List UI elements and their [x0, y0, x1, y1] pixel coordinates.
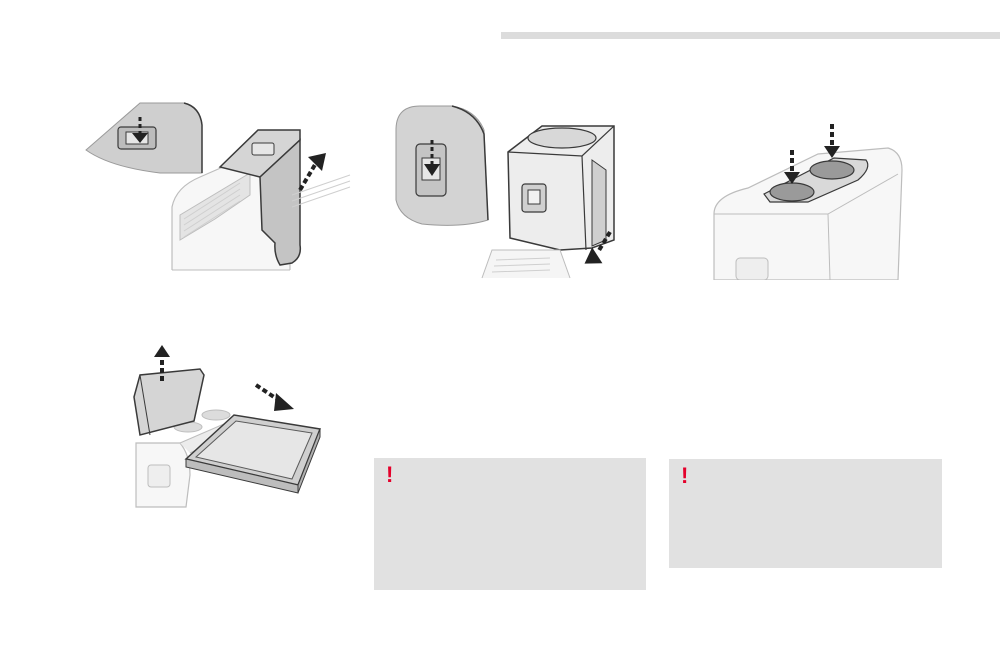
lift-arrow	[298, 153, 326, 192]
unlock-button-inset	[395, 105, 489, 226]
storage-compartment	[507, 125, 615, 251]
storage-unlock-illustration	[395, 105, 615, 279]
cup-holder-illustration	[713, 124, 903, 280]
release-button-inset	[85, 102, 203, 174]
exclamation-icon: !	[386, 462, 394, 487]
slide-arrow	[584, 230, 612, 264]
tray-pull-arrow	[254, 383, 294, 411]
warning-box-left: !	[374, 458, 646, 590]
press-arrows	[784, 124, 840, 184]
tray-lid	[133, 368, 205, 436]
exclamation-icon: !	[681, 463, 689, 488]
console-body	[713, 147, 903, 280]
tray-console-body	[135, 409, 241, 508]
warning-box-right: !	[669, 459, 942, 568]
fold-out-tray-illustration	[133, 345, 322, 508]
armrest-lid-release-illustration	[85, 102, 351, 271]
lid-lift-arrow	[154, 345, 170, 381]
header-rule	[501, 32, 1000, 39]
tray-table	[184, 414, 322, 494]
armrest-lid	[218, 129, 302, 266]
